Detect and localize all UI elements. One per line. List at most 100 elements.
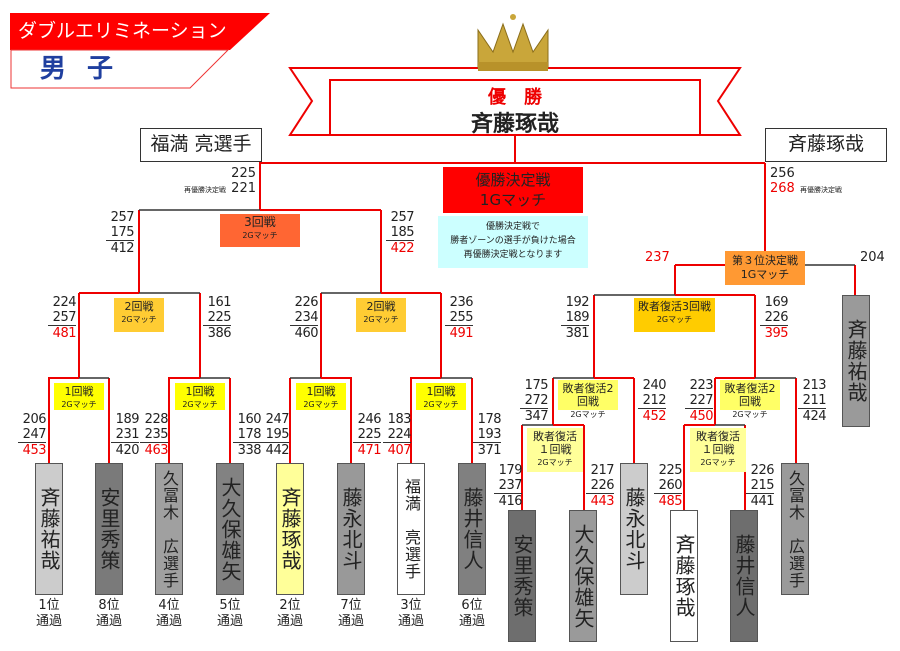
game1-score: 217: [590, 463, 615, 478]
game2-score: 257: [48, 310, 77, 326]
game1-score: 175: [524, 378, 549, 393]
total-score: 347: [524, 409, 549, 424]
third-place-title: 第３位決定戦: [732, 254, 798, 267]
player-box: 福満 亮選手: [397, 463, 425, 595]
round-label: 2Gマッチ: [121, 315, 157, 324]
game2-score: 226: [586, 478, 615, 494]
total-score: 441: [750, 494, 775, 509]
game1-score: 226: [294, 295, 319, 310]
player-pass: 通過: [155, 614, 182, 629]
round-label: 3回戦: [244, 215, 276, 229]
third-place-sub: 1Gマッチ: [740, 268, 790, 281]
final-left-g2: 221: [231, 181, 256, 196]
round-label: 2Gマッチ: [303, 400, 339, 409]
game2-score: 185: [386, 225, 415, 241]
round-label: 1回戦: [426, 385, 456, 398]
header-title: ダブルエリミネーション: [18, 20, 227, 42]
player-rank: 1位: [38, 598, 60, 613]
total-score: 395: [764, 326, 789, 341]
total-score: 481: [52, 326, 77, 341]
game1-score: 257: [390, 210, 415, 225]
player-box: 藤井信人: [458, 463, 486, 595]
rematch-label-left: 再優勝決定戦: [184, 186, 226, 194]
game1-score: 236: [449, 295, 474, 310]
game1-score: 247: [265, 412, 290, 427]
total-score: 424: [802, 409, 827, 424]
player-box: 安里秀策: [508, 510, 536, 642]
game1-score: 225: [658, 463, 683, 478]
total-score: 412: [110, 241, 135, 256]
player-box: 安里秀策: [95, 463, 123, 595]
round-label: １回戦: [701, 443, 735, 456]
note-line: 勝者ゾーンの選手が負けた場合: [450, 236, 576, 246]
total-score: 407: [387, 443, 412, 458]
player-pass: 通過: [35, 614, 62, 629]
round-box: 敗者復活3回戦 2Gマッチ: [634, 298, 715, 332]
total-score: 442: [265, 443, 290, 458]
finalist-right: 斉藤琢哉: [765, 128, 887, 162]
game1-score: 206: [22, 412, 47, 427]
total-score: 463: [144, 443, 169, 458]
total-score: 460: [294, 326, 319, 341]
player-pass: 通過: [397, 614, 424, 629]
game1-score: 223: [689, 378, 714, 393]
game2-score: 260: [654, 478, 683, 494]
game2-score: 235: [140, 427, 169, 443]
player-rank: 6位: [461, 598, 483, 613]
division-label: 男 子: [40, 54, 120, 84]
player-box: 斉藤祐哉: [35, 463, 63, 595]
game2-score: 225: [203, 310, 232, 326]
rematch-label-right: 再優勝決定戦: [800, 186, 842, 194]
total-score: 381: [565, 326, 590, 341]
player-rank: 4位: [158, 598, 180, 613]
total-score: 450: [689, 409, 714, 424]
round-label: 2Gマッチ: [700, 458, 736, 467]
game1-score: 226: [750, 463, 775, 478]
round-label: 敗者復活2回戦: [724, 382, 776, 408]
player-box: 藤井信人: [730, 510, 758, 642]
game2-score: 193: [473, 427, 502, 443]
total-score: 386: [207, 326, 232, 341]
round-label: 敗者復活: [533, 430, 577, 443]
round-label: 2Gマッチ: [570, 410, 606, 419]
round-label: 敗者復活2回戦: [562, 382, 614, 408]
champion-name: 斉藤琢哉: [470, 112, 559, 137]
round-label: 2Gマッチ: [656, 315, 693, 324]
final-right-g2: 268: [770, 181, 795, 196]
player-box: 藤永北斗: [337, 463, 365, 595]
total-score: 371: [477, 443, 502, 458]
total-score: 422: [390, 241, 415, 256]
round-label: 敗者復活3回戦: [638, 300, 711, 313]
rematch-note: 優勝決定戦で 勝者ゾーンの選手が負けた場合 再優勝決定戦となります: [438, 216, 588, 268]
game2-score: 215: [746, 478, 775, 494]
game1-score: 224: [52, 295, 77, 310]
player-box: 大久保雄矢: [216, 463, 244, 595]
game2-score: 195: [261, 427, 290, 443]
player-box: 斉藤琢哉: [276, 463, 304, 595]
game2-score: 255: [445, 310, 474, 326]
player-pass: 通過: [216, 614, 243, 629]
player-pass: 通過: [95, 614, 122, 629]
